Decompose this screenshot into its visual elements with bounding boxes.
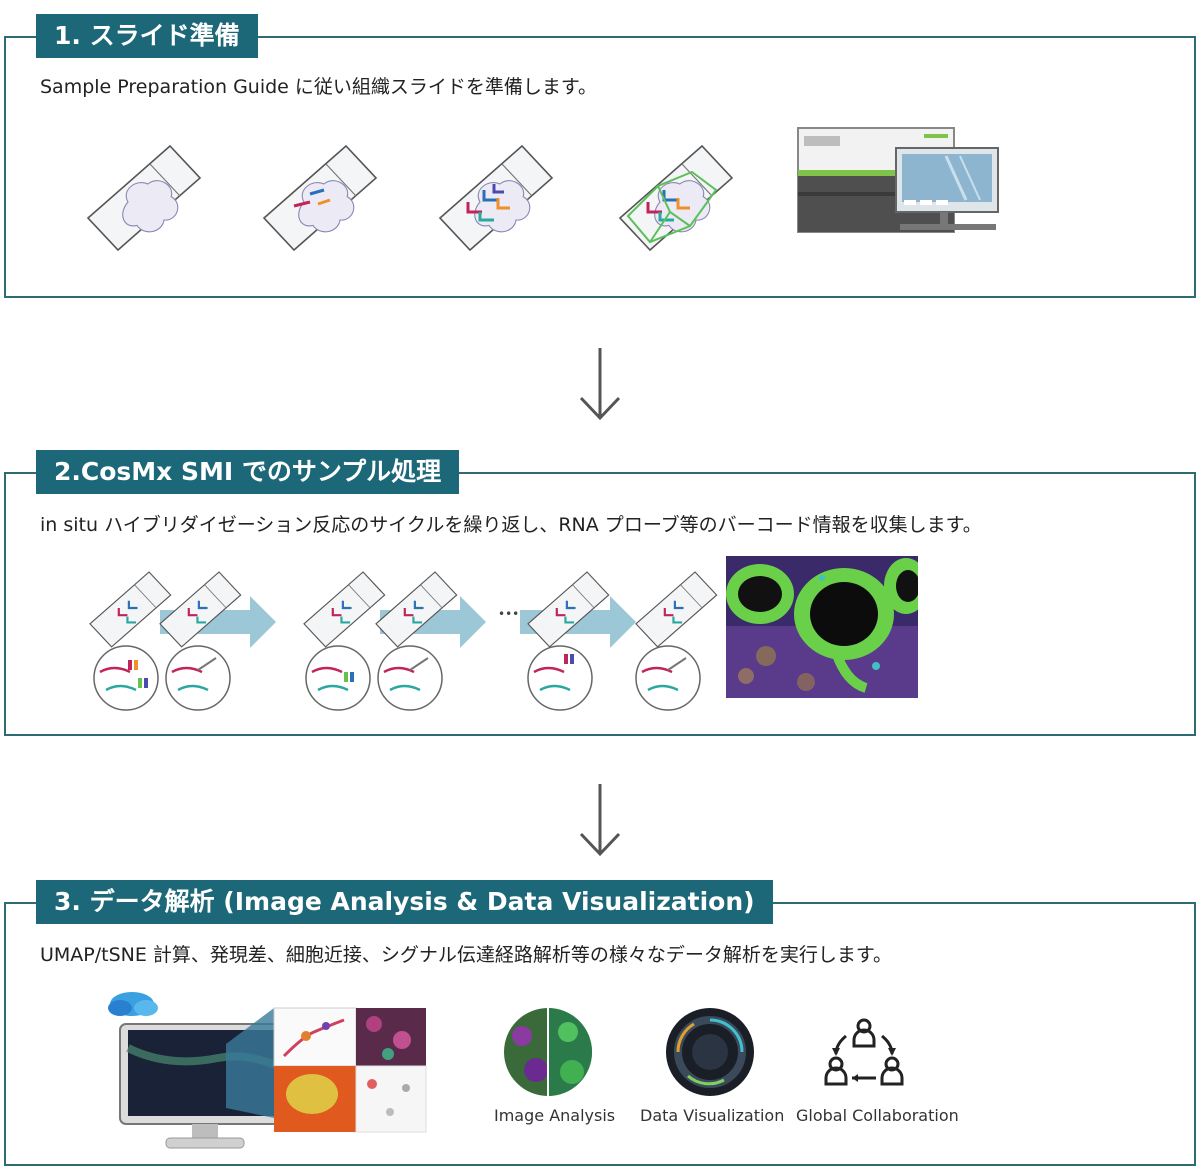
analysis-monitor-icon xyxy=(108,992,427,1149)
down-arrow-icon xyxy=(579,348,621,421)
cycles-diagram: ••• xyxy=(89,571,718,711)
cloud-icon xyxy=(108,992,158,1016)
svg-text:•••: ••• xyxy=(498,607,519,621)
step-1-description: Sample Preparation Guide に従い組織スライドを準備します… xyxy=(40,76,598,98)
slides-row-1 xyxy=(87,145,733,251)
step-2-description: in situ ハイブリダイゼーション反応のサイクルを繰り返し、RNA プローブ… xyxy=(40,514,982,536)
down-arrow-icon xyxy=(579,784,621,857)
cycle-arrow-icon xyxy=(380,596,486,648)
collaboration-icon xyxy=(824,1018,904,1086)
data-visualization-icon xyxy=(666,1008,754,1096)
step-2-title: 2.CosMx SMI でのサンプル処理 xyxy=(36,450,460,494)
image-analysis-icon xyxy=(504,1008,592,1096)
caption-data-visualization: Data Visualization xyxy=(640,1106,785,1125)
instrument-icon xyxy=(797,127,999,233)
step-3-description: UMAP/tSNE 計算、発現差、細胞近接、シグナル伝達経路解析等の様々なデータ… xyxy=(40,944,893,966)
step-1-title: 1. スライド準備 xyxy=(36,14,258,58)
caption-global-collaboration: Global Collaboration xyxy=(796,1106,959,1125)
caption-image-analysis: Image Analysis xyxy=(494,1106,616,1125)
cycle-arrow-icon xyxy=(160,596,276,648)
step-3-title: 3. データ解析 (Image Analysis & Data Visualiz… xyxy=(36,880,773,924)
fluorescence-image xyxy=(726,556,918,698)
